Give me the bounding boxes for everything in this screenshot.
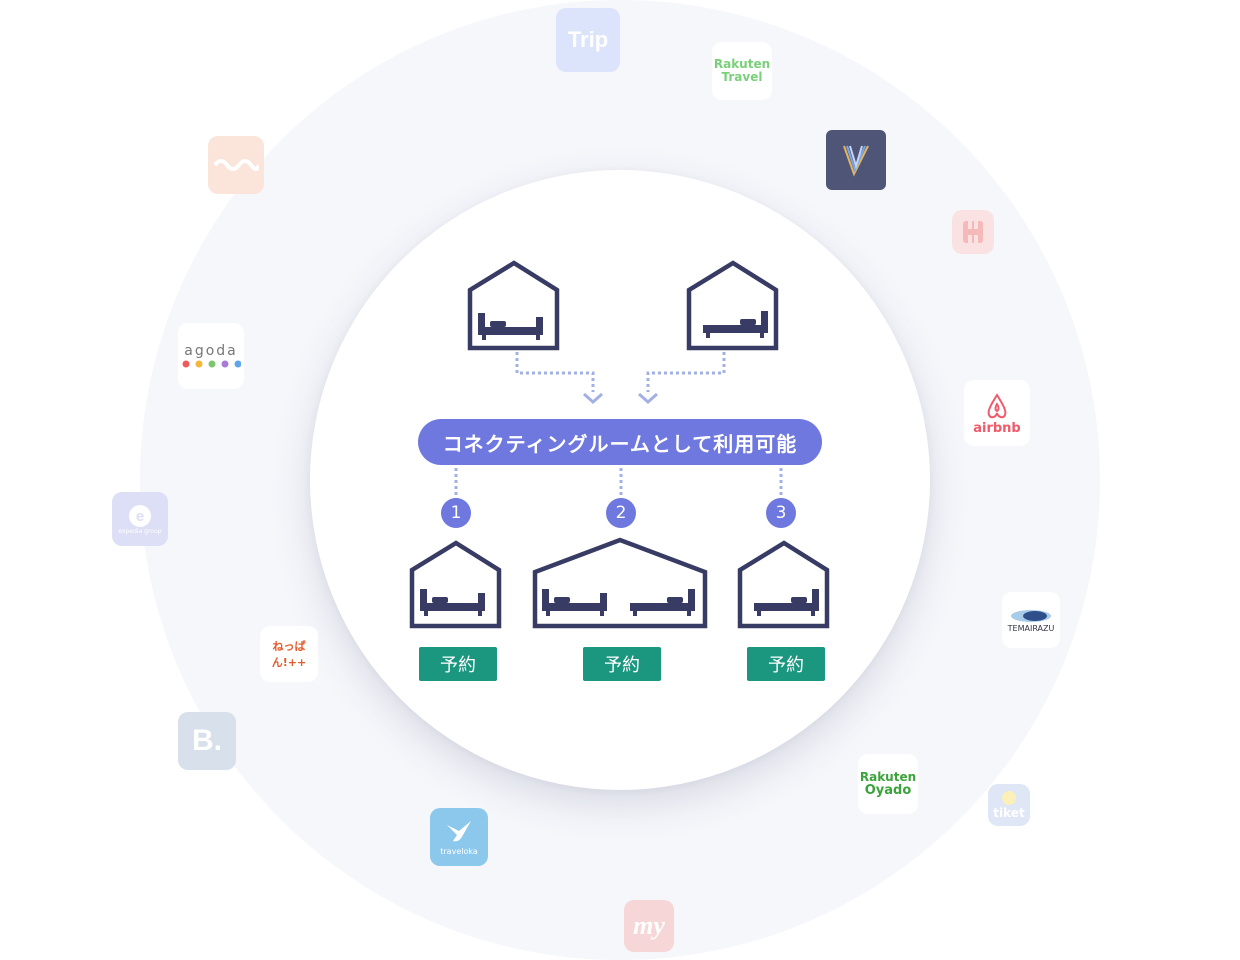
agoda-logo: agoda <box>178 323 244 389</box>
traveloka-logo: traveloka <box>430 808 488 866</box>
v-brand-logo <box>826 130 886 190</box>
airbnb-icon <box>987 392 1007 418</box>
connecting-room-label: コネクティングルームとして利用可能 <box>418 419 822 465</box>
bird-icon <box>447 820 471 841</box>
booking-logo: B. <box>178 712 236 770</box>
step-number-1: 1 <box>441 498 471 528</box>
makemytrip-logo: my <box>624 900 674 952</box>
v-icon <box>843 145 869 177</box>
airbnb-logo: airbnb <box>964 380 1030 446</box>
book-button-3[interactable]: 予約 <box>747 647 825 681</box>
agoda-dots-icon <box>182 360 241 368</box>
split-connector <box>454 468 783 500</box>
house-top-right <box>686 260 779 351</box>
neppan-logo: ねっぱん!++ <box>260 626 318 682</box>
wave-icon <box>213 159 259 171</box>
h-brand-logo <box>952 210 994 254</box>
merge-connector <box>515 352 726 392</box>
arrow-down-icon <box>638 392 658 405</box>
house-bottom-2 <box>532 537 708 629</box>
book-button-1[interactable]: 予約 <box>419 647 497 681</box>
temairazu-logo: TEMAIRAZU <box>1002 592 1060 648</box>
h-icon <box>963 221 983 243</box>
house-bottom-3 <box>737 540 830 629</box>
trip-logo: Trip <box>556 8 620 72</box>
wavy-brand-logo <box>208 136 264 194</box>
book-button-2[interactable]: 予約 <box>583 647 661 681</box>
step-number-2: 2 <box>606 498 636 528</box>
house-bottom-1 <box>409 540 502 629</box>
rakuten-oyado-logo: Rakuten Oyado <box>858 754 918 814</box>
sun-icon <box>1002 791 1016 805</box>
step-number-3: 3 <box>766 498 796 528</box>
house-top-left <box>467 260 560 351</box>
rakuten-travel-logo: Rakuten Travel <box>712 42 772 100</box>
temairazu-icon <box>1011 609 1051 622</box>
svg-text:e: e <box>136 508 144 525</box>
expedia-icon: e <box>129 504 151 527</box>
expedia-logo: e expedia group <box>112 492 168 546</box>
arrow-down-icon <box>583 392 603 405</box>
tiket-logo: tiket <box>988 784 1030 826</box>
